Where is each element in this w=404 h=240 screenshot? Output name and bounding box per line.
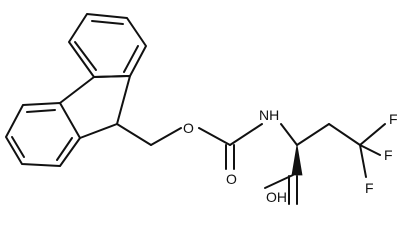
bottom-ring-double-bond-2	[56, 137, 73, 161]
fluorenyl-group	[5, 13, 147, 167]
o1-right-bond	[198, 127, 231, 146]
top-ring-double-bond-2	[123, 45, 139, 73]
fluorine-label-top: F	[389, 111, 398, 127]
cf3-bottom-bond	[359, 144, 367, 178]
five-membered-ring	[59, 75, 131, 139]
cf3-right-bond	[359, 144, 381, 156]
cf3-top-bond	[359, 123, 386, 146]
alpha-to-ch2-bond	[296, 123, 330, 146]
hydroxyl-label: OH	[266, 189, 287, 205]
top-ring-double-bond-1	[91, 20, 124, 25]
ch2-to-cf3-bond	[328, 123, 361, 146]
o1-left-bond	[150, 127, 182, 146]
oxygen-label-carbonyl: O	[226, 171, 237, 187]
backbone-bonds	[116, 123, 386, 205]
top-ring-double-bond-3	[74, 41, 97, 71]
bottom-ring-double-bond-3	[11, 136, 25, 158]
oxygen-label-ester: O	[183, 120, 194, 136]
carbamate-to-nh-bond	[229, 123, 263, 146]
fluorine-label-right: F	[384, 147, 393, 163]
bottom-ring-double-bond-1	[26, 109, 56, 113]
molecule-drawing: O NH O F F F OH	[5, 13, 398, 205]
atom-labels: O NH O F F F OH	[183, 107, 398, 205]
chemical-structure-diagram: O NH O F F F OH	[5, 13, 398, 205]
nh-to-alpha-bond	[280, 123, 298, 146]
bottom-aromatic-ring	[5, 102, 81, 167]
fluorine-label-bottom: F	[365, 180, 374, 196]
stereo-wedge-bond	[291, 144, 303, 176]
nh-label: NH	[259, 107, 279, 123]
ch2-bond	[116, 123, 152, 146]
